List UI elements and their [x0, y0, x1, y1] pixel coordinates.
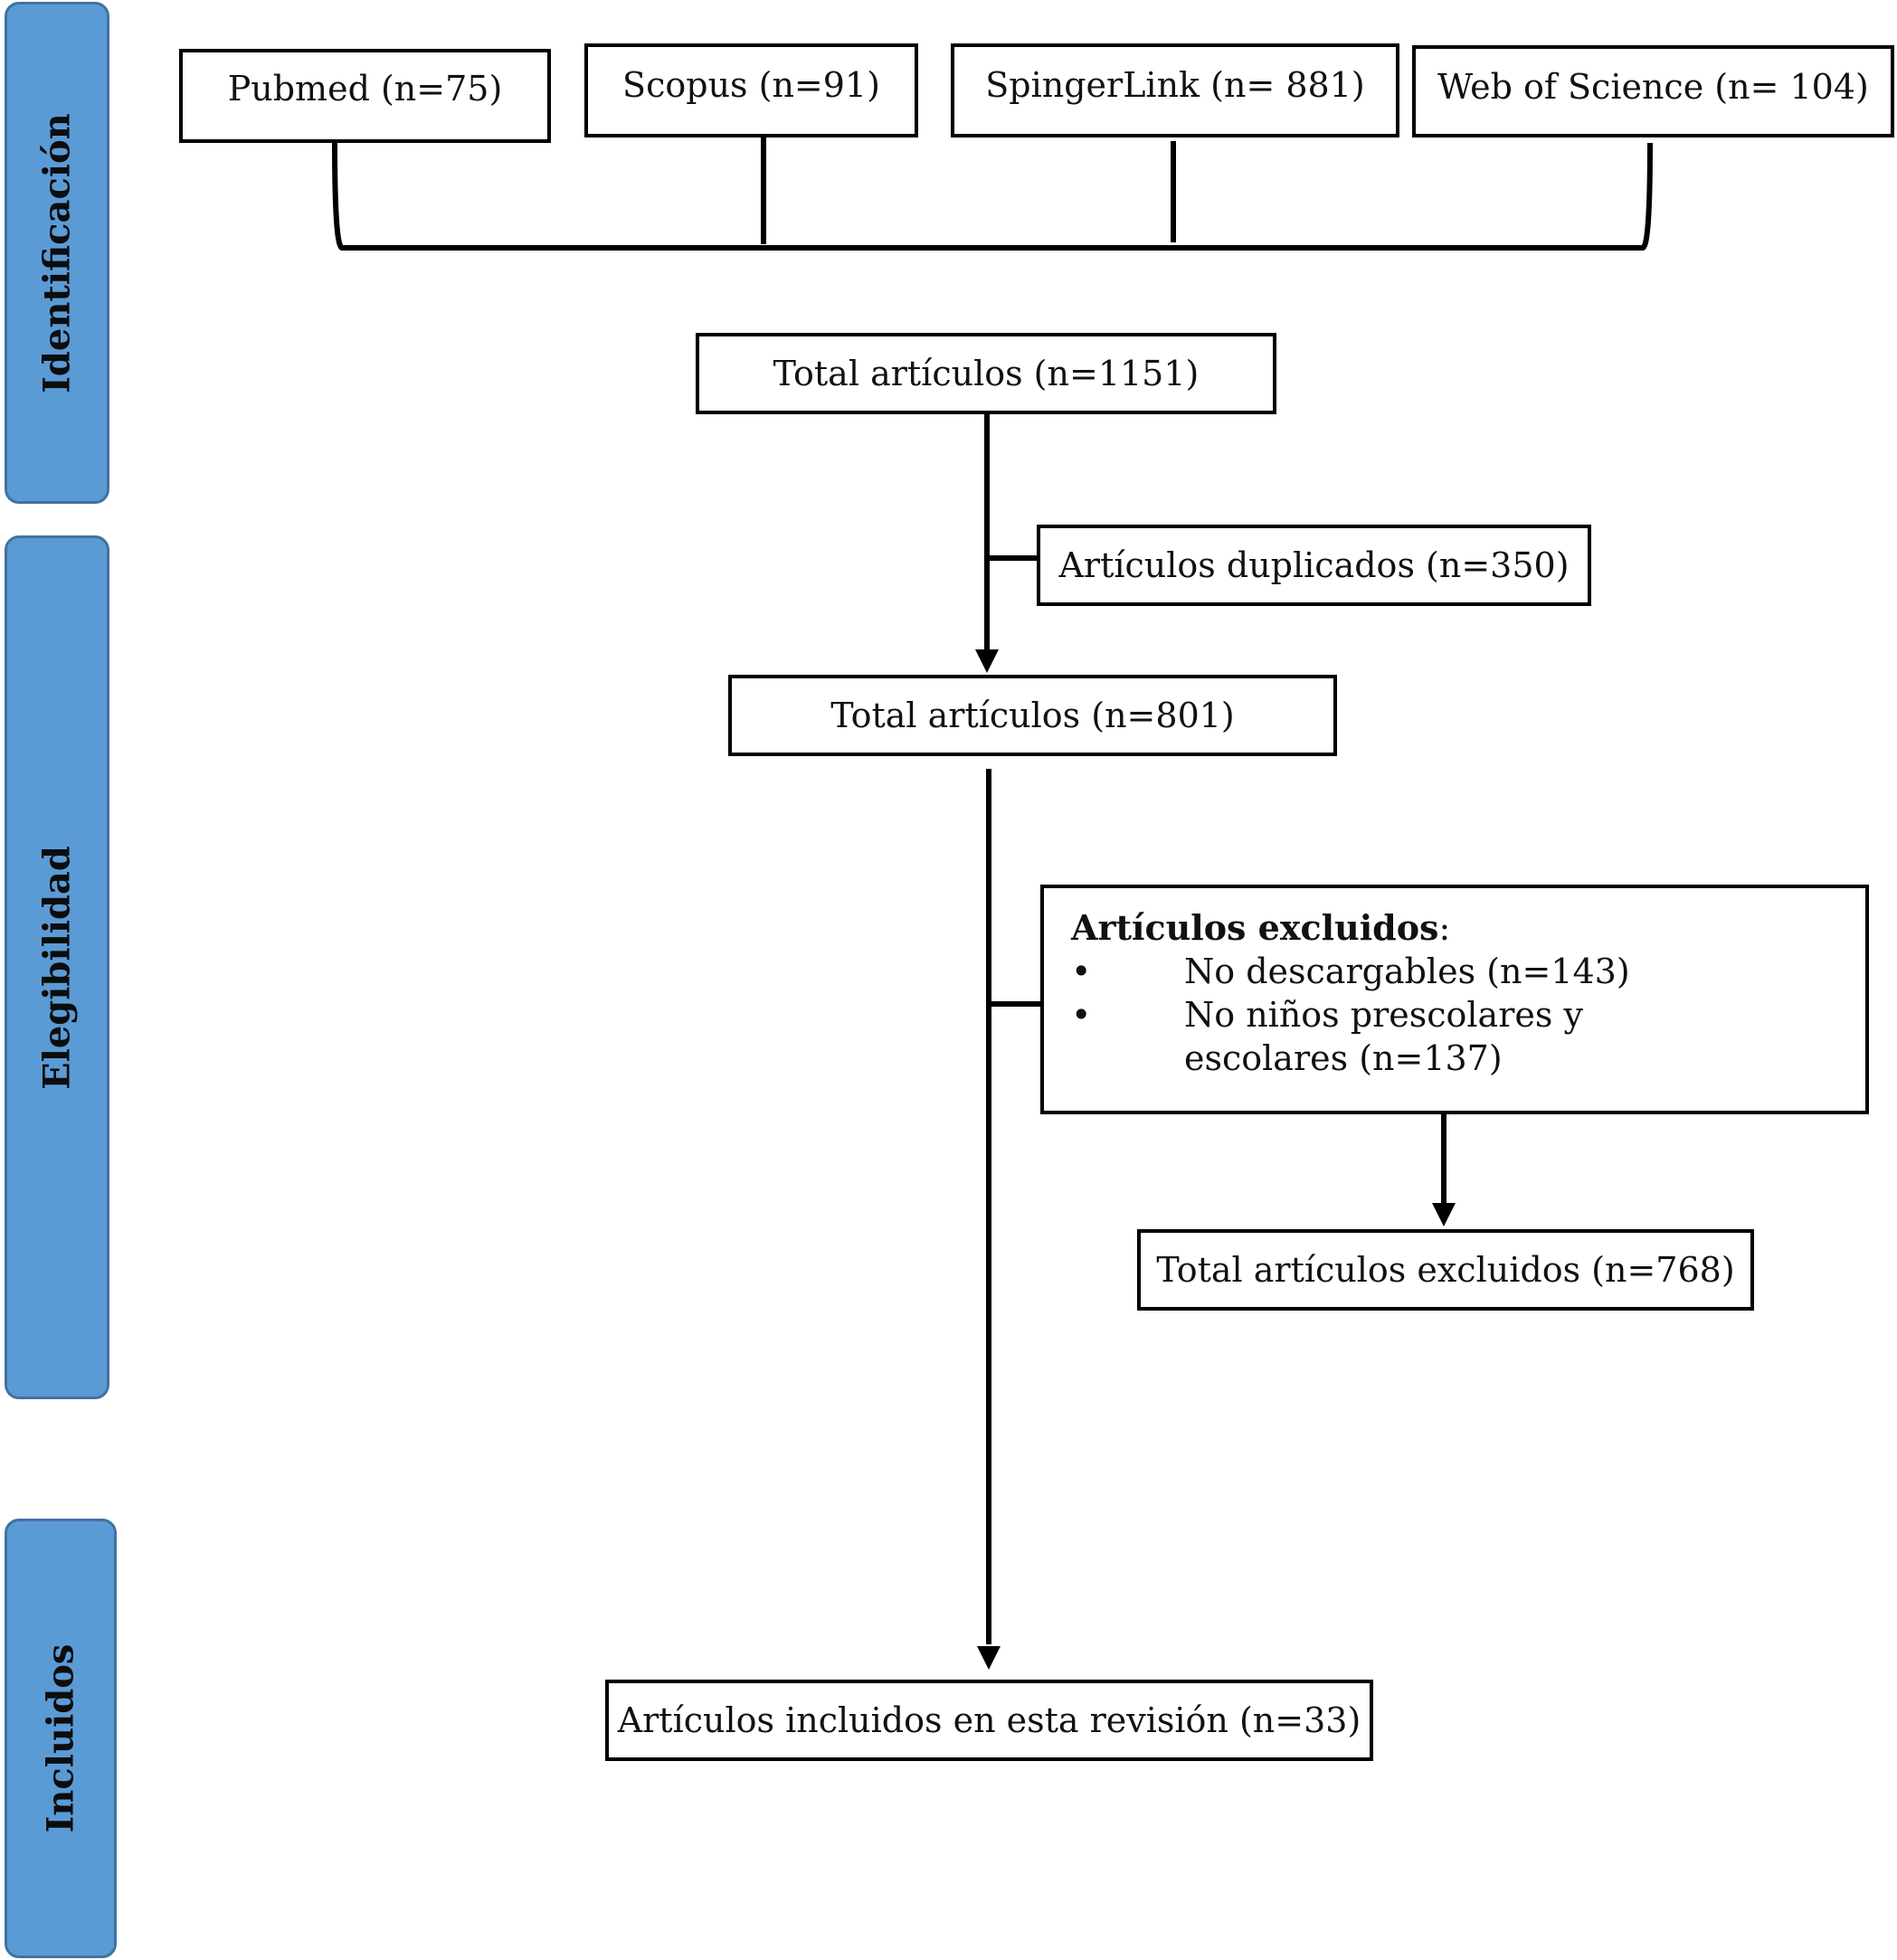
included-box: Artículos incluidos en esta revisión (n=…: [605, 1680, 1373, 1761]
included-label: Artículos incluidos en esta revisión (n=…: [617, 1700, 1361, 1740]
arrowhead-included: [977, 1646, 1001, 1670]
source-web-of-science-label: Web of Science (n= 104): [1437, 67, 1869, 107]
source-springerlink: SpingerLink (n= 881): [951, 43, 1399, 137]
total-articles-1151-label: Total artículos (n=1151): [773, 354, 1200, 393]
total-articles-801-label: Total artículos (n=801): [830, 696, 1235, 735]
total-excluded-label: Total artículos excluidos (n=768): [1156, 1250, 1735, 1290]
excluded-colon: :: [1438, 908, 1451, 948]
arrowhead-801: [975, 649, 999, 673]
duplicates-box: Artículos duplicados (n=350): [1037, 525, 1591, 606]
arrowhead-total-excluded: [1432, 1203, 1456, 1226]
excluded-box: Artículos excluidos: • No descargables (…: [1040, 885, 1869, 1114]
excluded-item: • No descargables (n=143): [1071, 950, 1838, 993]
source-bracket: [332, 142, 1653, 251]
source-scopus: Scopus (n=91): [584, 43, 918, 137]
bullet-icon: •: [1071, 952, 1092, 991]
source-web-of-science: Web of Science (n= 104): [1412, 45, 1894, 137]
source-springerlink-label: SpingerLink (n= 881): [985, 65, 1365, 105]
phase-eligibility: Elegibilidad: [5, 535, 109, 1399]
total-excluded-box: Total artículos excluidos (n=768): [1137, 1229, 1754, 1311]
phase-included: Incluidos: [5, 1519, 117, 1958]
excluded-item-text: No descargables (n=143): [1184, 952, 1630, 991]
phase-identification: Identificación: [5, 2, 109, 504]
source-pubmed: Pubmed (n=75): [179, 49, 551, 143]
source-pubmed-label: Pubmed (n=75): [227, 69, 503, 109]
source-scopus-label: Scopus (n=91): [622, 65, 880, 105]
bullet-icon: •: [1071, 995, 1092, 1035]
excluded-item: • No niños prescolares y escolares (n=13…: [1071, 993, 1838, 1080]
excluded-heading: Artículos excluidos:: [1071, 906, 1838, 950]
duplicates-label: Artículos duplicados (n=350): [1058, 545, 1570, 585]
excluded-title: Artículos excluidos: [1071, 907, 1439, 948]
total-articles-1151: Total artículos (n=1151): [696, 333, 1276, 414]
total-articles-801: Total artículos (n=801): [728, 675, 1337, 756]
excluded-item-text: No niños prescolares y escolares (n=137): [1184, 995, 1583, 1078]
